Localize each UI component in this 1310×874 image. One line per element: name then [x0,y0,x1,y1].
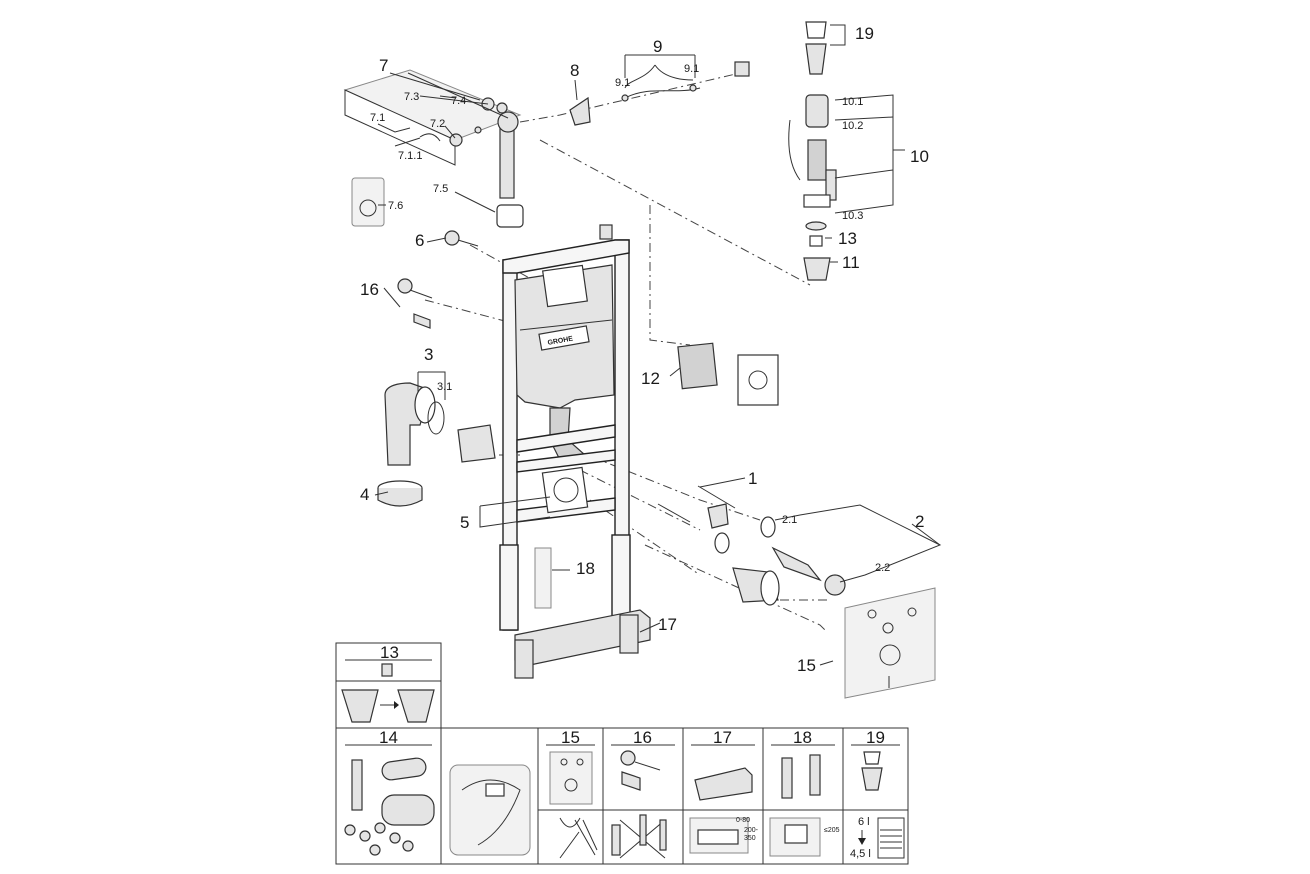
table-14-header: 14 [379,728,398,747]
part-3-4-bend [377,382,496,507]
callout-7-1: 7.1 [370,112,385,124]
installation-frame: GROHE [499,239,651,679]
callout-19: 19 [855,24,874,43]
callout-5: 5 [460,513,469,532]
dim-18-max: ≤205 [824,827,840,834]
callout-9: 9 [653,37,662,56]
callout-7-4: 7.4 [451,95,466,107]
callout-4: 4 [360,485,369,504]
callout-2-2: 2.2 [875,562,890,574]
callout-2-1: 2.1 [782,514,797,526]
callout-7-2: 7.2 [430,118,445,130]
callout-15: 15 [797,656,816,675]
brand-logo: GROHE [547,335,574,346]
callout-7-1-1: 7.1.1 [398,150,422,162]
callout-10: 10 [910,147,929,166]
callout-16: 16 [360,280,379,299]
callout-17: 17 [658,615,677,634]
callout-12: 12 [641,369,660,388]
callout-3: 3 [424,345,433,364]
part-8-9 [569,61,750,126]
table-19-header: 19 [866,728,885,747]
flush-valve-column [788,21,837,281]
callout-9-1-left: 9.1 [615,77,630,89]
callout-10-1: 10.1 [842,96,863,108]
detail-table-row: 14 15 16 17 18 19 [335,727,909,865]
table-13-header: 13 [380,643,399,662]
table-18-header: 18 [793,728,812,747]
callout-11: 11 [842,253,860,272]
detail-table-13: 13 [335,642,442,729]
callout-2: 2 [915,512,924,531]
callout-9-1-right: 9.1 [684,63,699,75]
callout-leaders [374,24,942,666]
callout-labels: 7 7.3 7.4 7.1 7.2 7.1.1 7.5 7.6 8 9 9.1 … [360,24,929,675]
callout-7: 7 [379,56,388,75]
dim-17-range-b: 350 [744,835,756,842]
part-1-2-15 [657,485,936,699]
callout-7-6: 7.6 [388,200,403,212]
callout-8: 8 [570,61,579,80]
callout-6: 6 [415,231,424,250]
callout-1: 1 [748,469,757,488]
callout-10-3: 10.3 [842,210,863,222]
dim-17-top: 0-80 [736,817,750,824]
dim-19-bottom: 4,5 l [850,848,871,860]
table-15-header: 15 [561,728,580,747]
callout-10-2: 10.2 [842,120,863,132]
part-12-flush-plate [677,342,779,406]
table-17-header: 17 [713,728,732,747]
table-16-header: 16 [633,728,652,747]
callout-7-5: 7.5 [433,183,448,195]
part-6-16-anchors [397,224,613,329]
dim-17-range-a: 200- [744,827,759,834]
callout-18: 18 [576,559,595,578]
callout-13: 13 [838,229,857,248]
callout-3-1: 3.1 [437,381,452,393]
callout-7-3: 7.3 [404,91,419,103]
dim-19-top: 6 l [858,816,870,828]
part-7-kit [343,69,524,228]
